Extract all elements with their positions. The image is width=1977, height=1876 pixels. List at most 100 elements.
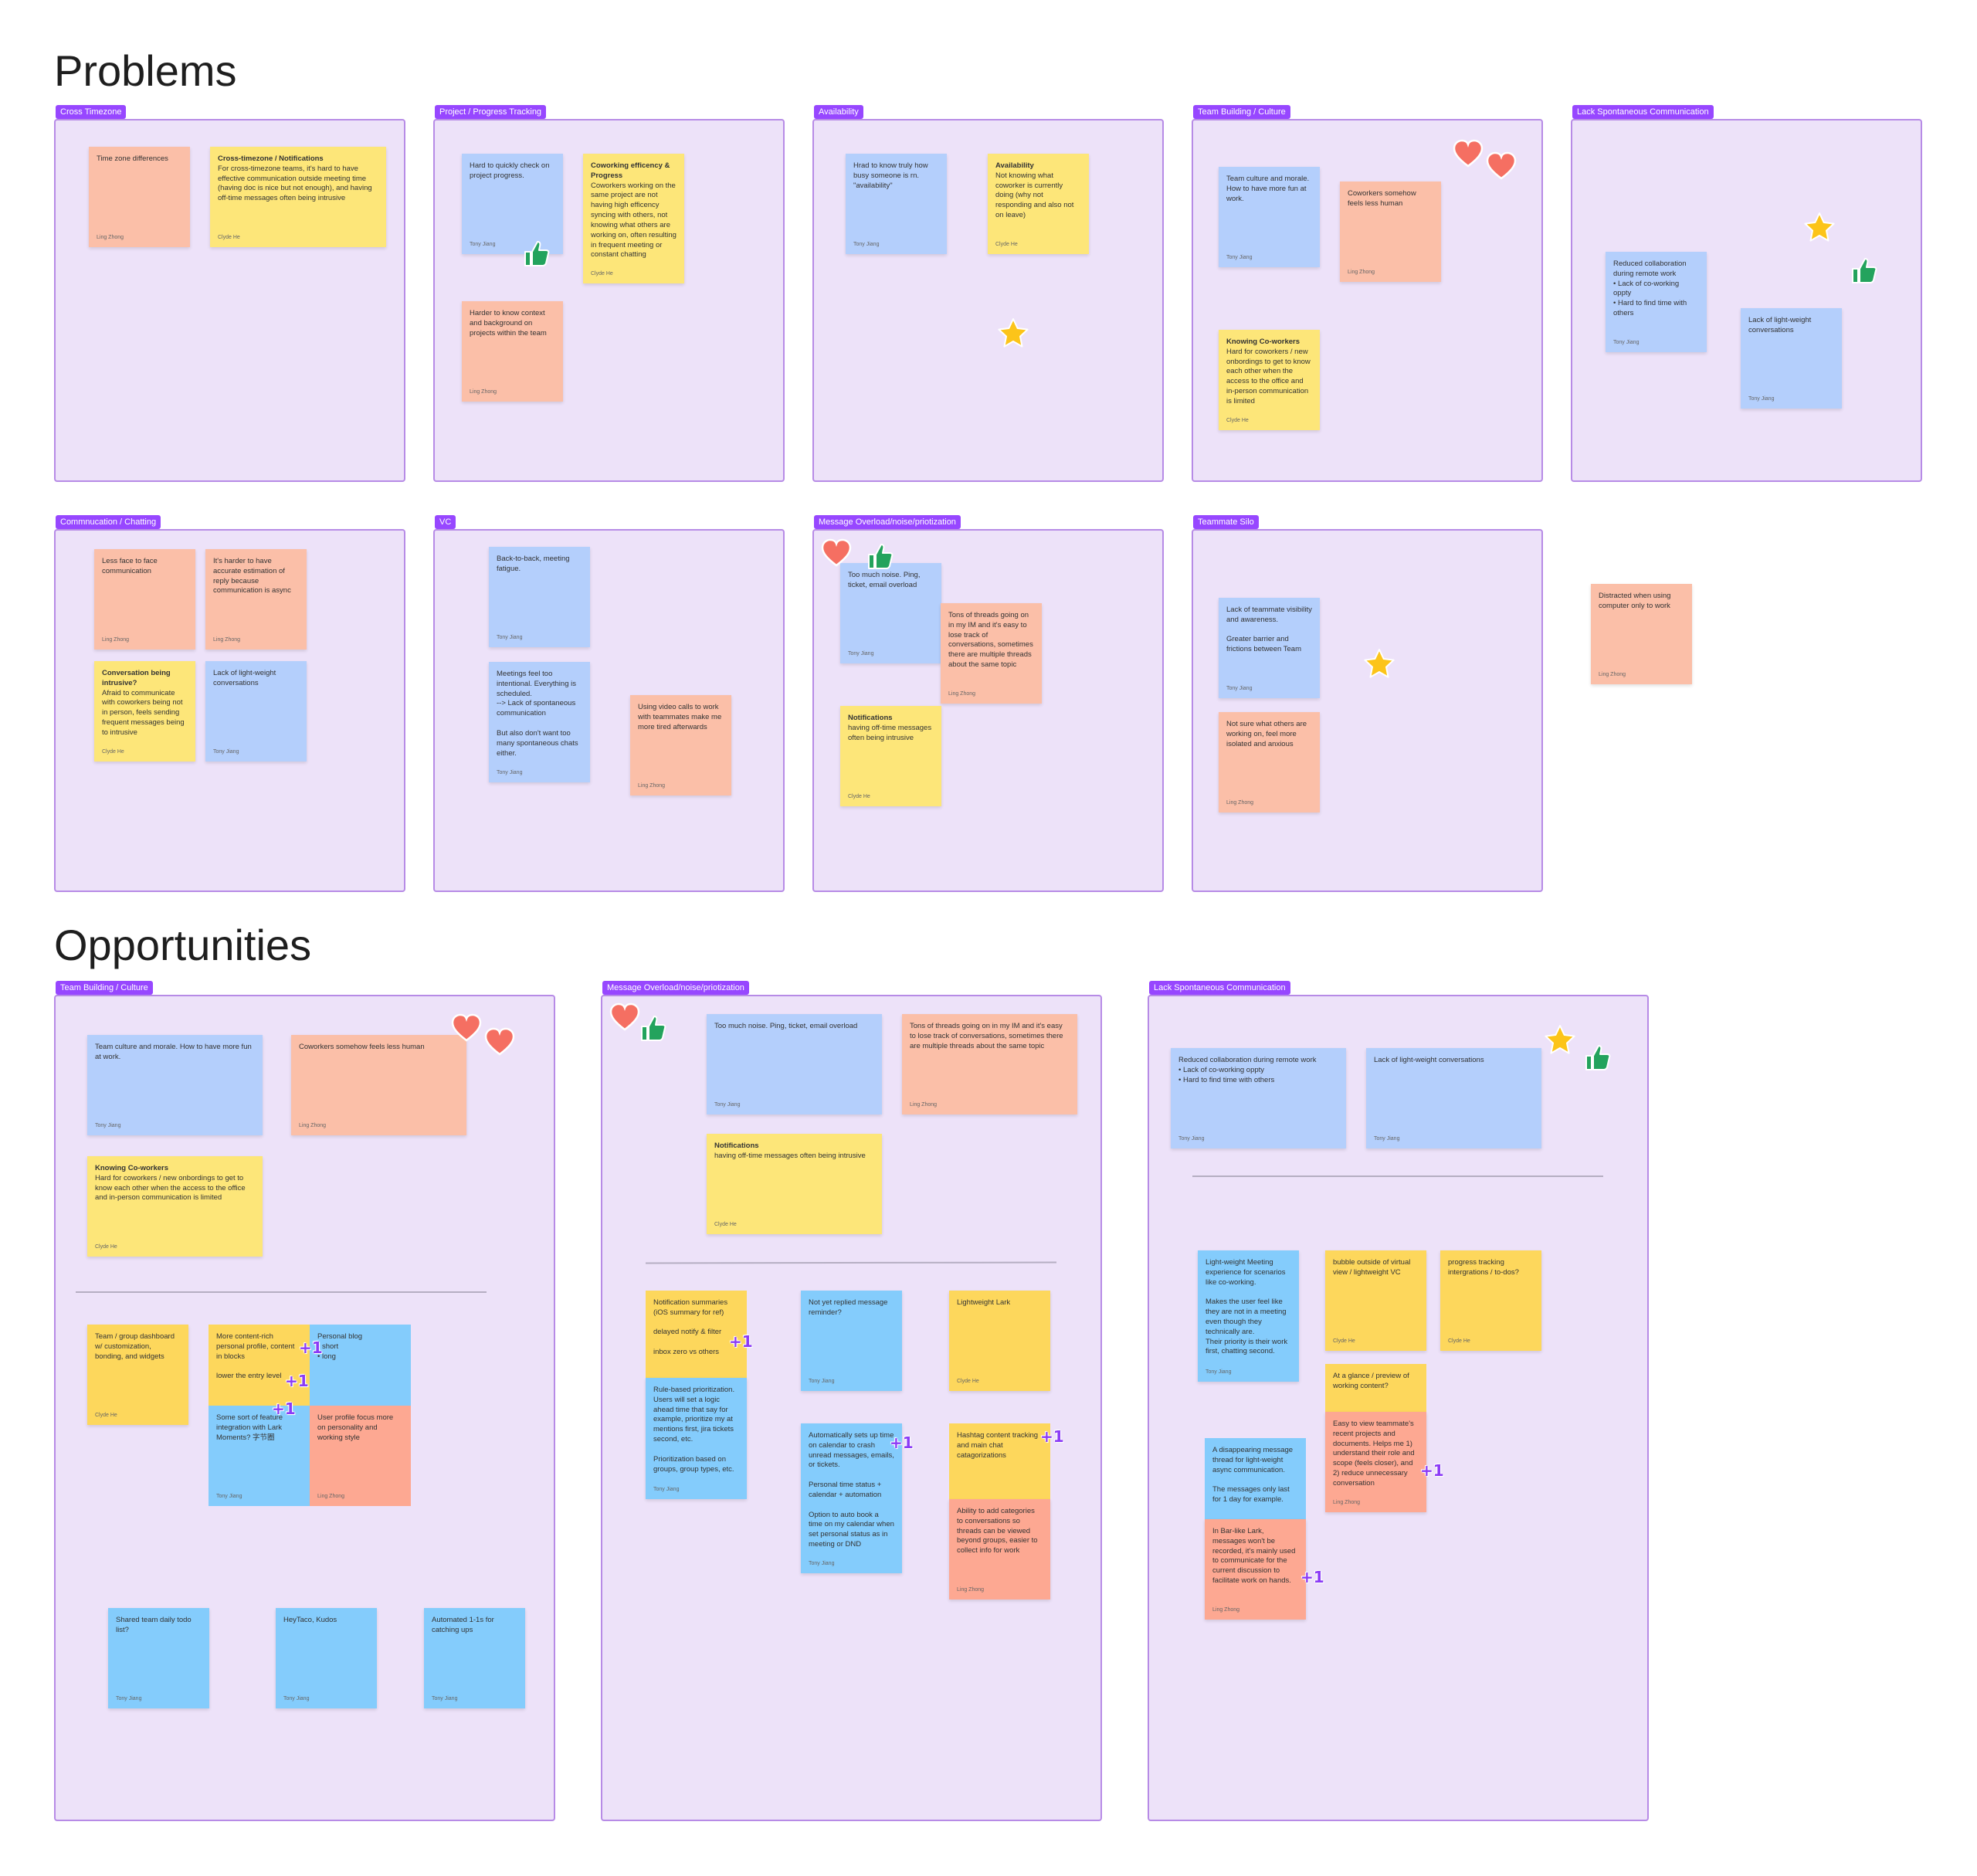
star-icon[interactable] xyxy=(1362,647,1396,681)
sticky-note[interactable]: Reduced collaboration during remote work… xyxy=(1171,1048,1346,1148)
sticky-note[interactable]: Some sort of feature integration with La… xyxy=(209,1406,310,1506)
sticky-text: Lack of teammate visibility and awarenes… xyxy=(1226,606,1312,654)
sticky-author: Ling Zhong xyxy=(1599,671,1626,677)
sticky-note[interactable]: Team / group dashboard w/ customization,… xyxy=(87,1325,188,1425)
sticky-author: Ling Zhong xyxy=(213,636,241,643)
sticky-note[interactable]: Not sure what others are working on, fee… xyxy=(1219,712,1320,812)
star-icon[interactable] xyxy=(996,317,1030,351)
sticky-note[interactable]: Shared team daily todo list?Tony Jiang xyxy=(108,1608,209,1708)
sticky-note[interactable]: It's harder to have accurate estimation … xyxy=(205,549,307,650)
star-icon[interactable] xyxy=(1802,211,1836,245)
thumbs-up-icon[interactable] xyxy=(864,541,895,572)
section-vc[interactable]: VC xyxy=(433,515,785,892)
sticky-text: Shared team daily todo list? xyxy=(116,1616,192,1634)
sticky-note[interactable]: Tons of threads going on in my IM and it… xyxy=(902,1014,1077,1114)
sticky-note[interactable]: A disappearing message thread for light-… xyxy=(1205,1438,1306,1519)
plus-one-vote[interactable]: +1 xyxy=(285,1372,309,1390)
sticky-note[interactable]: More content-rich personal profile, cont… xyxy=(209,1325,310,1406)
sticky-text: Not yet replied message reminder? xyxy=(809,1298,888,1317)
plus-one-vote[interactable]: +1 xyxy=(890,1433,914,1452)
sticky-note[interactable]: Hashtag content tracking and main chat c… xyxy=(949,1423,1050,1499)
plus-one-vote[interactable]: +1 xyxy=(1420,1461,1444,1480)
sticky-note[interactable]: progress tracking intergrations / to-dos… xyxy=(1440,1250,1541,1351)
sticky-text: progress tracking intergrations / to-dos… xyxy=(1448,1258,1519,1277)
heart-icon[interactable] xyxy=(609,1002,641,1032)
sticky-note[interactable]: Conversation being intrusive?Afraid to c… xyxy=(94,661,195,762)
sticky-text: A disappearing message thread for light-… xyxy=(1212,1446,1294,1505)
plus-one-vote[interactable]: +1 xyxy=(299,1338,323,1357)
sticky-text: Not knowing what coworker is currently d… xyxy=(995,171,1074,220)
sticky-author: Tony Jiang xyxy=(653,1486,680,1492)
plus-one-vote[interactable]: +1 xyxy=(729,1332,753,1351)
sticky-author: Clyde He xyxy=(995,241,1018,247)
star-icon[interactable] xyxy=(1543,1023,1577,1057)
sticky-author: Clyde He xyxy=(218,234,240,240)
sticky-note[interactable]: In Bar-like Lark, messages won't be reco… xyxy=(1205,1519,1306,1620)
sticky-note[interactable]: Tons of threads going on in my IM and it… xyxy=(941,603,1042,704)
sticky-text: User profile focus more on personality a… xyxy=(317,1413,394,1442)
heart-icon[interactable] xyxy=(1452,139,1484,168)
sticky-text: Lack of light-weight conversations xyxy=(213,669,276,687)
sticky-note[interactable]: Too much noise. Ping, ticket, email over… xyxy=(707,1014,882,1114)
sticky-text: Some sort of feature integration with La… xyxy=(216,1413,283,1442)
thumbs-up-icon[interactable] xyxy=(637,1013,668,1043)
section-teammate-silo[interactable]: Teammate Silo xyxy=(1192,515,1543,892)
sticky-note[interactable]: bubble outside of virtual view / lightwe… xyxy=(1325,1250,1426,1351)
sticky-note[interactable]: Distracted when using computer only to w… xyxy=(1591,584,1692,684)
sticky-note[interactable]: Using video calls to work with teammates… xyxy=(630,695,731,796)
sticky-note[interactable]: Too much noise. Ping, ticket, email over… xyxy=(840,563,941,663)
sticky-author: Clyde He xyxy=(1333,1338,1355,1344)
sticky-note[interactable]: Lack of teammate visibility and awarenes… xyxy=(1219,598,1320,698)
sticky-note[interactable]: Team culture and morale. How to have mor… xyxy=(1219,167,1320,267)
sticky-note[interactable]: Hrad to know truly how busy someone is r… xyxy=(846,154,947,254)
plus-one-vote[interactable]: +1 xyxy=(1040,1427,1064,1446)
sticky-note[interactable]: Rule-based prioritization. Users will se… xyxy=(646,1378,747,1499)
sticky-note[interactable]: Notification summaries (iOS summary for … xyxy=(646,1291,747,1378)
thumbs-up-icon[interactable] xyxy=(1582,1042,1612,1073)
sticky-title: Conversation being intrusive? xyxy=(102,669,171,687)
heart-icon[interactable] xyxy=(450,1013,483,1043)
plus-one-vote[interactable]: +1 xyxy=(272,1399,296,1418)
plus-one-vote[interactable]: +1 xyxy=(1300,1568,1324,1586)
sticky-note[interactable]: Meetings feel too intentional. Everythin… xyxy=(489,662,590,782)
sticky-note[interactable]: Hard to quickly check on project progres… xyxy=(462,154,563,254)
sticky-note[interactable]: Reduced collaboration during remote work… xyxy=(1606,252,1707,352)
sticky-note[interactable]: At a glance / preview of working content… xyxy=(1325,1364,1426,1412)
sticky-note[interactable]: Easy to view teammate's recent projects … xyxy=(1325,1412,1426,1512)
opportunities-heading: Opportunities xyxy=(54,921,312,969)
sticky-note[interactable]: Automatically sets up time on calendar t… xyxy=(801,1423,902,1573)
sticky-note[interactable]: User profile focus more on personality a… xyxy=(310,1406,411,1506)
sticky-note[interactable]: Back-to-back, meeting fatigue.Tony Jiang xyxy=(489,547,590,647)
heart-icon[interactable] xyxy=(1485,151,1518,181)
sticky-note[interactable]: Team culture and morale. How to have mor… xyxy=(87,1035,263,1135)
heart-icon[interactable] xyxy=(483,1027,516,1057)
sticky-author: Tony Jiang xyxy=(432,1695,458,1701)
sticky-note[interactable]: Ability to add categories to conversatio… xyxy=(949,1499,1050,1600)
thumbs-up-icon[interactable] xyxy=(1848,255,1879,286)
sticky-text: Hard for coworkers / new onbordings to g… xyxy=(95,1173,246,1203)
heart-icon[interactable] xyxy=(820,538,853,568)
sticky-note[interactable]: Not yet replied message reminder?Tony Ji… xyxy=(801,1291,902,1391)
sticky-note[interactable]: Harder to know context and background on… xyxy=(462,301,563,402)
sticky-note[interactable]: Personal blog • short • long xyxy=(310,1325,411,1406)
thumbs-up-icon[interactable] xyxy=(521,238,551,269)
sticky-note[interactable]: Light-weight Meeting experience for scen… xyxy=(1198,1250,1299,1382)
sticky-author: Ling Zhong xyxy=(948,690,976,697)
